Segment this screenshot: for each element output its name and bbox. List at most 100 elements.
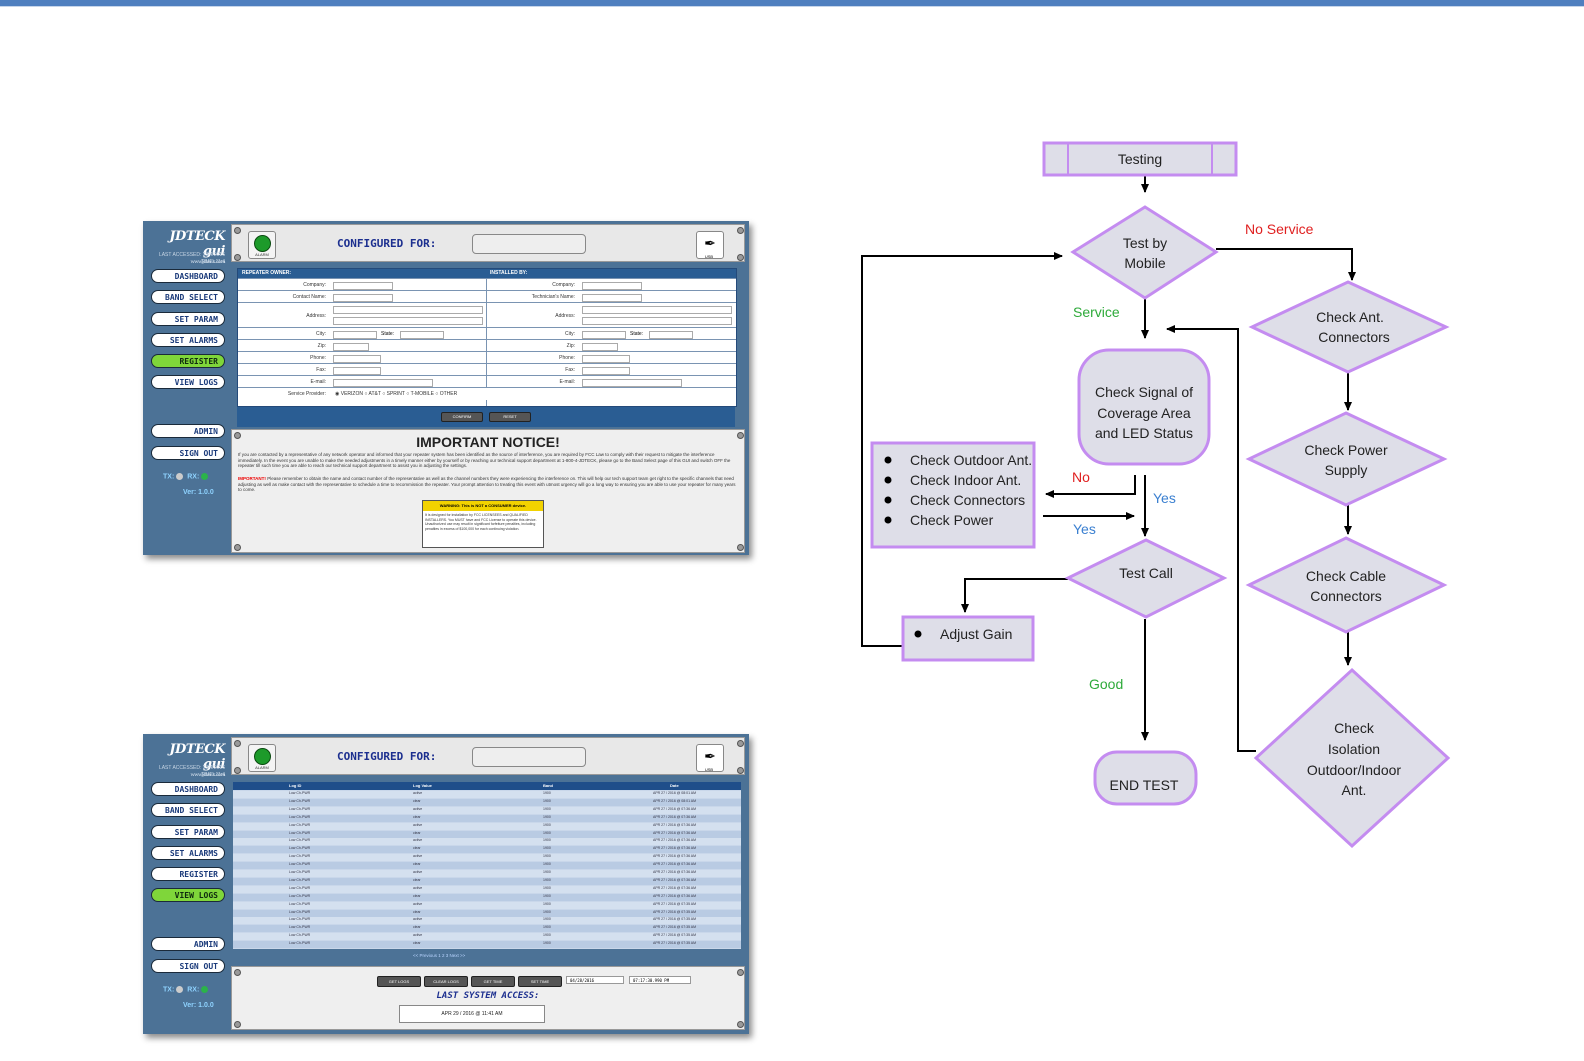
table-cell: APR 27 / 2016 @ 07:36 AM [653,854,697,859]
owner-contact-input[interactable] [333,294,393,302]
notice-paragraph: If you are contacted by a representative… [238,452,731,468]
installer-company-input[interactable] [582,282,642,290]
nav-set-alarms[interactable]: SET ALARMS [151,333,225,347]
owner-email-input[interactable] [333,379,433,387]
no-label: No [1072,469,1090,485]
nav-band-select[interactable]: BAND SELECT [151,290,225,304]
installer-city-input[interactable] [582,331,626,339]
usb-icon[interactable]: ✒ [696,231,724,259]
owner-address-input[interactable] [333,306,483,314]
configured-for-label: CONFIGURED FOR: [337,750,437,763]
bullet-icon [884,516,892,524]
check-power-line2: Supply [1325,462,1368,478]
provider-radio-group[interactable]: ◉ VERIZON ○ AT&T ○ SPRINT ○ T-MOBILE ○ O… [335,391,458,397]
last-system-access-value: APR 29 / 2016 @ 11:41 AM [399,1005,545,1023]
nav-band-select[interactable]: BAND SELECT [151,803,225,817]
table-cell: 1900 [543,885,551,890]
table-cell: 1900 [543,822,551,827]
installer-fax-input[interactable] [582,367,630,375]
table-cell: APR 27 / 2016 @ 07:35 AM [653,909,697,914]
nav-set-param[interactable]: SET PARAM [151,312,225,326]
nav-dashboard[interactable]: DASHBOARD [151,782,225,796]
nav-view-logs[interactable]: VIEW LOGS [151,375,225,389]
installer-email-input[interactable] [582,379,682,387]
bullet-icon [884,496,892,504]
owner-address2-input[interactable] [333,317,483,325]
owner-header: REPEATER OWNER: [242,270,292,276]
owner-company-input[interactable] [333,282,393,290]
clear-logs-button[interactable]: CLEAR LOGS [424,976,468,987]
nav-set-alarms[interactable]: SET ALARMS [151,846,225,860]
owner-state-input[interactable] [400,331,444,339]
edge-no-to-checklist [1045,475,1136,498]
owner-zip-input[interactable] [333,343,369,351]
table-cell: Low Ch-PWR [289,846,311,851]
screw-icon [234,969,241,976]
check-isolation-line2: Isolation [1328,741,1380,757]
date-field[interactable]: 04/28/2016 [566,976,624,984]
alarm-indicator: ALARM [248,231,276,259]
form-row: City: State: City: State: [238,327,736,340]
owner-fax-input[interactable] [333,367,381,375]
table-cell: Low Ch-PWR [289,885,311,890]
confirm-button[interactable]: CONFIRM [441,412,483,422]
edge-no-service [1216,248,1356,281]
nav-view-logs[interactable]: VIEW LOGS [151,888,225,902]
set-time-button[interactable]: SET TIME [518,976,562,987]
owner-city-input[interactable] [333,331,377,339]
table-cell: active [413,917,423,922]
form-row: Fax: Fax: [238,363,736,376]
owner-phone-input[interactable] [333,355,381,363]
form-row-service-provider: Service Provider: ◉ VERIZON ○ AT&T ○ SPR… [238,387,736,400]
check-ant-line1: Check Ant. [1316,309,1384,325]
table-cell: Low Ch-PWR [289,917,311,922]
usb-icon[interactable]: ✒ [696,744,724,772]
table-cell: Low Ch-PWR [289,909,311,914]
installer-address2-input[interactable] [582,317,732,325]
nav-register[interactable]: REGISTER [151,867,225,881]
table-cell: Low Ch-PWR [289,854,311,859]
installer-state-input[interactable] [649,331,693,339]
table-cell: active [413,885,423,890]
usb-label: USB [704,767,714,772]
table-cell: APR 27 / 2016 @ 07:36 AM [653,877,697,882]
nav-set-param[interactable]: SET PARAM [151,825,225,839]
nav-dashboard[interactable]: DASHBOARD [151,269,225,283]
nav-sign-out[interactable]: SIGN OUT [151,446,225,460]
nav-admin[interactable]: ADMIN [151,937,225,951]
table-cell: Low Ch-PWR [289,862,311,867]
rx-led-icon [201,986,209,993]
table-cell: active [413,901,423,906]
nav-register[interactable]: REGISTER [151,354,225,368]
nav-sign-out[interactable]: SIGN OUT [151,959,225,973]
flow-edges [861,175,1356,752]
installer-zip-input[interactable] [582,343,618,351]
usb-label: USB [704,254,714,259]
time-field[interactable]: 07:17:30.990 PM [629,976,691,984]
table-cell: 1900 [543,870,551,874]
get-logs-button[interactable]: GET LOGS [377,976,421,987]
logs-pager[interactable]: << Previous 1 2 3 Next >> [413,953,466,958]
table-cell: clear [413,846,421,851]
reset-button[interactable]: RESET [489,412,531,422]
installer-phone-input[interactable] [582,355,630,363]
bullet-icon [884,456,892,464]
table-cell: 1900 [543,909,551,914]
table-cell: 1900 [543,901,551,906]
installer-address-input[interactable] [582,306,732,314]
bullet-icon [914,630,922,638]
table-cell: active [413,870,423,874]
technician-name-input[interactable] [582,294,642,302]
yes-label: Yes [1073,521,1096,537]
table-cell: clear [413,941,421,946]
get-time-button[interactable]: GET TIME [471,976,515,987]
nav-admin[interactable]: ADMIN [151,424,225,438]
register-form: REPEATER OWNER: INSTALLED BY: Company: C… [237,268,737,407]
alarm-led-icon [254,748,271,765]
